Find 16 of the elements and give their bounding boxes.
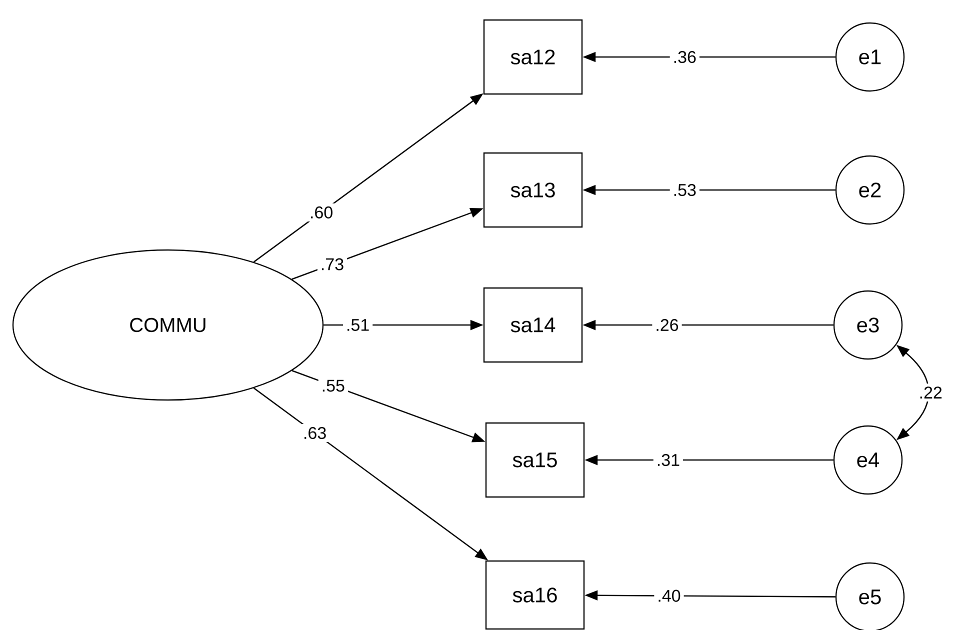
- observed-box: sa13: [483, 152, 583, 228]
- observed-box: sa12: [483, 19, 583, 95]
- observed-box: sa16: [485, 560, 585, 630]
- edge-label: .51: [343, 316, 373, 334]
- edge-label: .53: [670, 181, 700, 200]
- observed-box: sa15: [485, 422, 585, 498]
- edge-label: .73: [317, 255, 348, 274]
- edge-label: .31: [653, 451, 684, 470]
- edge-label: .22: [916, 384, 946, 402]
- edge-label: .36: [670, 48, 700, 66]
- edge-label: .63: [300, 424, 330, 442]
- edge-label: .26: [652, 316, 682, 334]
- edge-label: .40: [654, 586, 684, 605]
- observed-box: sa14: [483, 287, 583, 363]
- edge-label: .60: [306, 203, 336, 222]
- edge-label: .55: [318, 376, 348, 395]
